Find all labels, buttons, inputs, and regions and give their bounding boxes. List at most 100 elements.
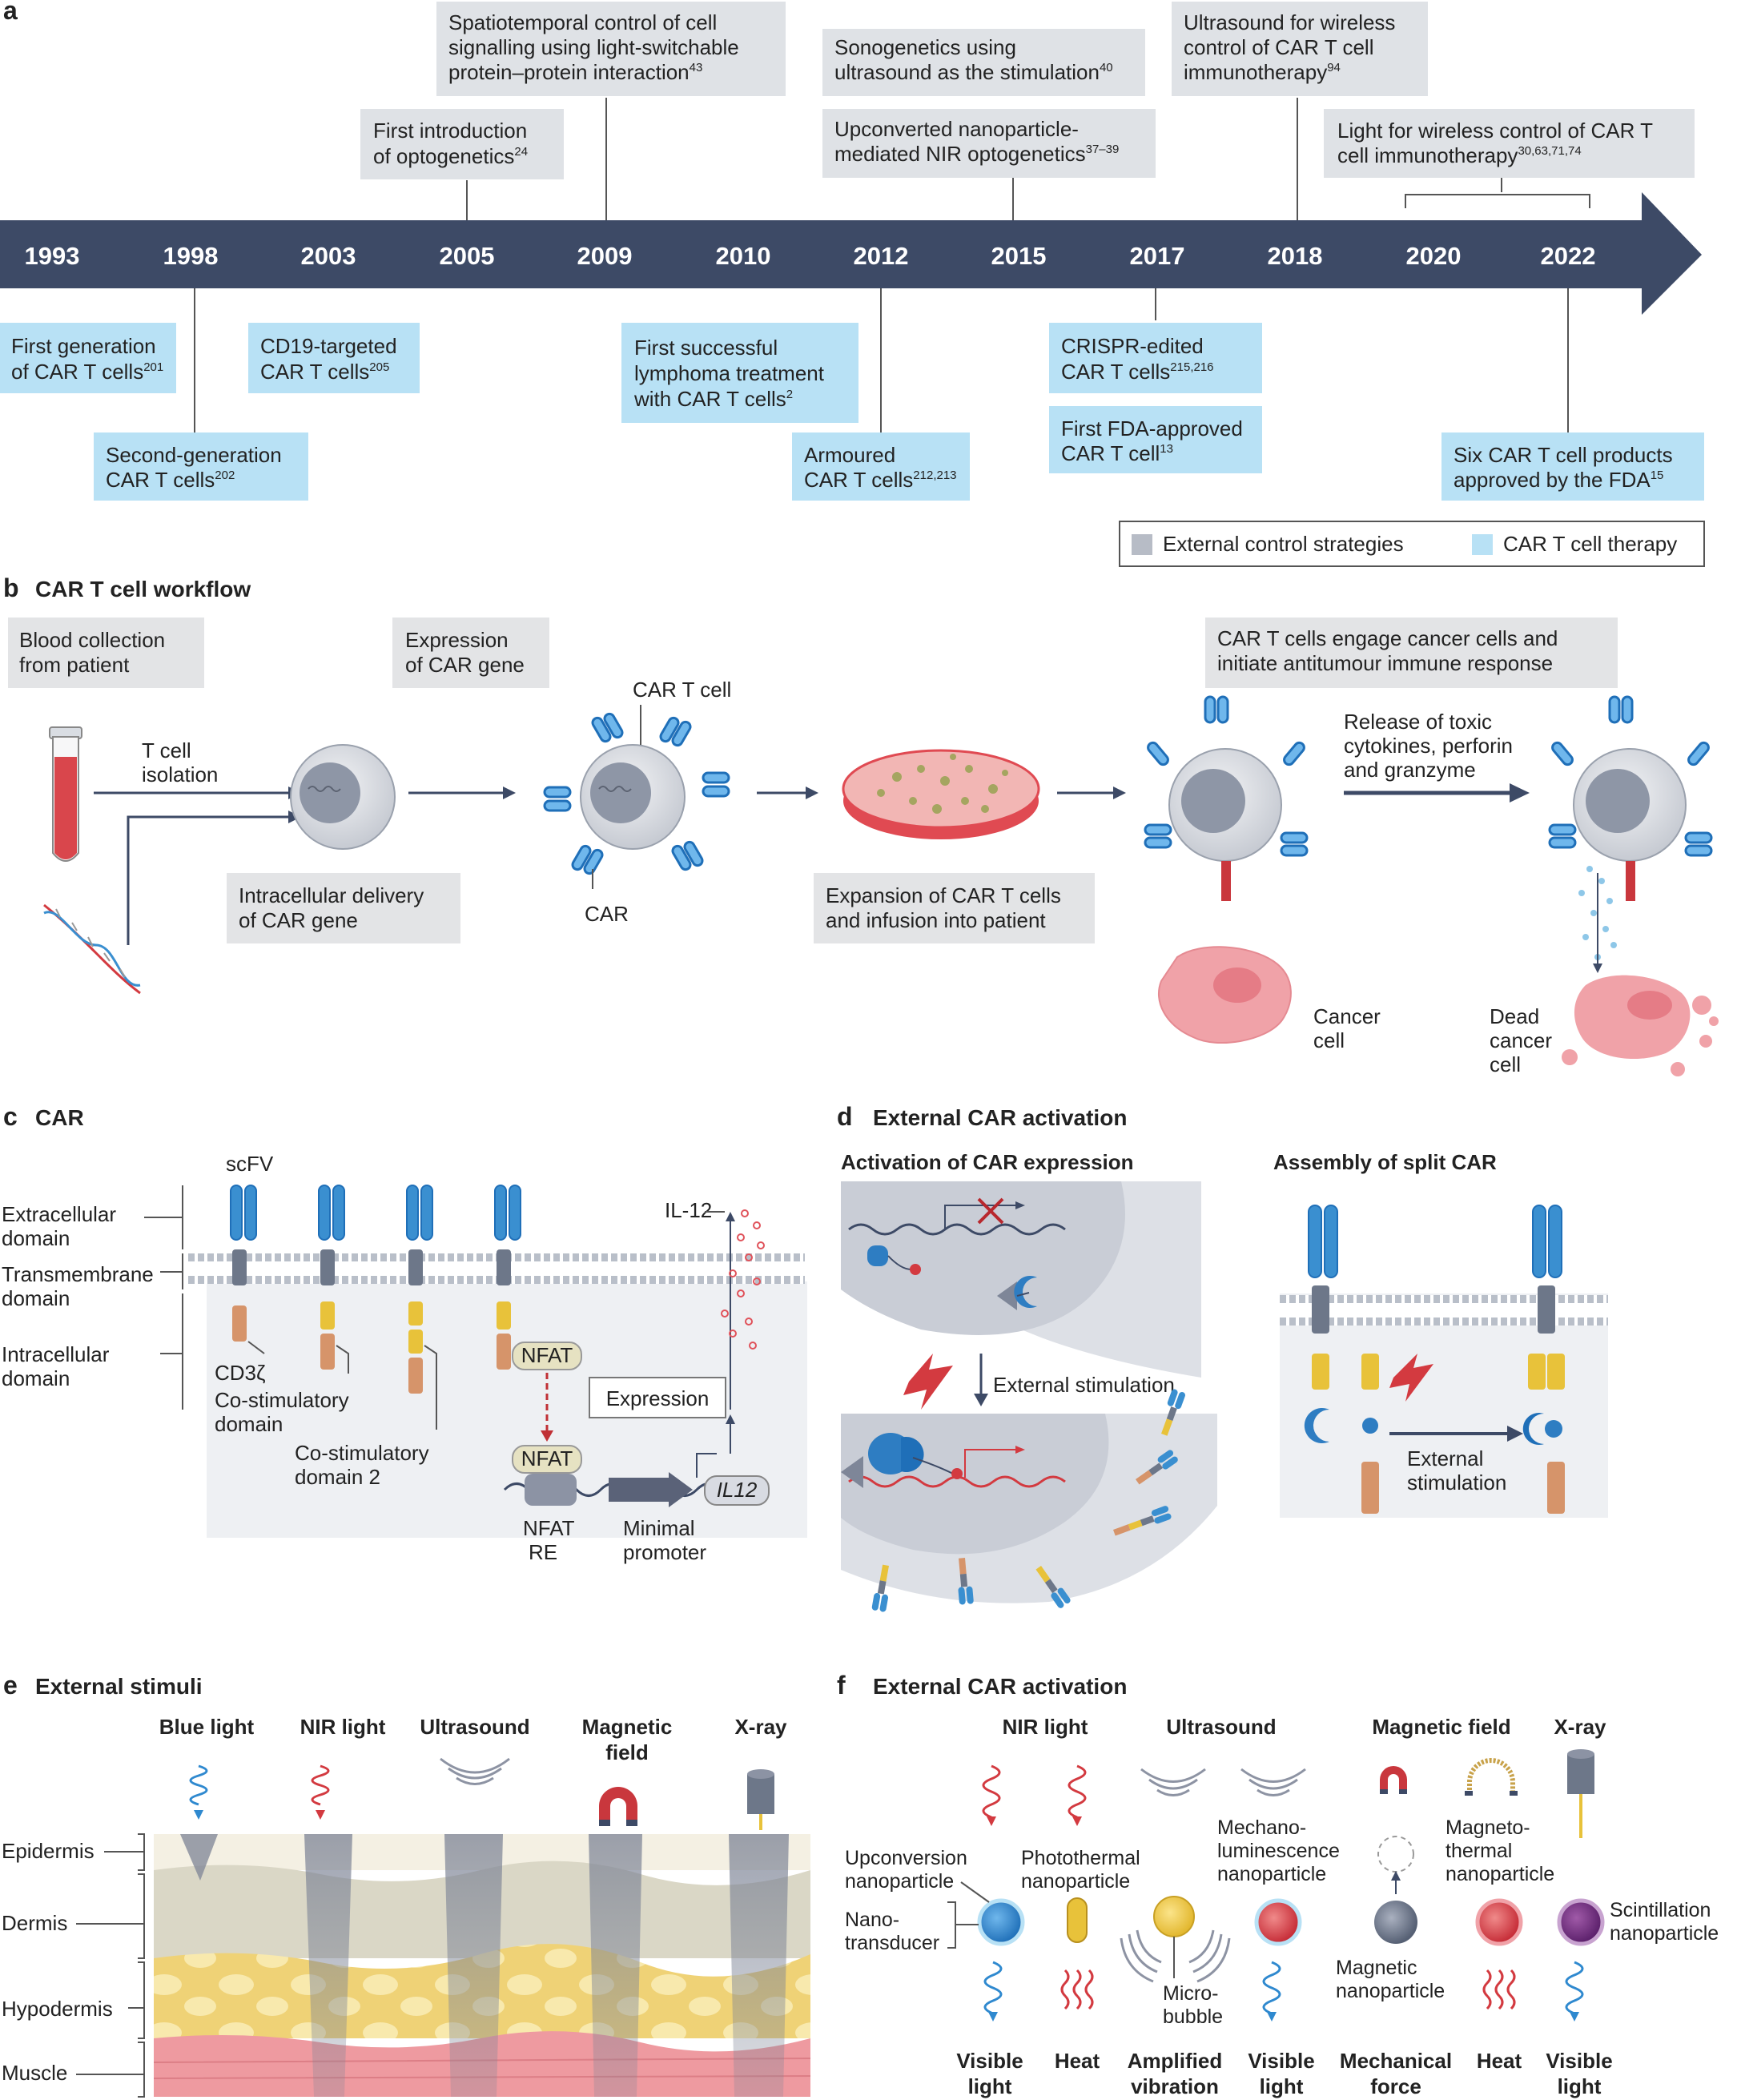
label-mechano: luminescence	[1217, 1840, 1340, 1862]
event-ref: 30,63,71,74	[1518, 144, 1581, 158]
event-line: CAR T cells	[1061, 360, 1170, 384]
visible-light-waves	[983, 1961, 1584, 2015]
event-line: signalling using light-switchable	[448, 35, 739, 59]
event-line: Sonogenetics using	[834, 35, 1016, 59]
event-line: CRISPR-edited	[1061, 334, 1204, 358]
il12-dots	[721, 1209, 765, 1350]
photothermal-np-icon	[1067, 1897, 1088, 1943]
coil-icon	[1465, 1758, 1518, 1796]
event-line: Six CAR T cell products	[1454, 443, 1673, 467]
split-car-panel	[1280, 1205, 1608, 1518]
f-ultrasound-icon	[1140, 1768, 1306, 1796]
box-intracellular-delivery: Intracellular delivery of CAR gene	[227, 873, 460, 943]
label-mechano: nanoparticle	[1217, 1863, 1326, 1885]
nfat-bound-bubble	[512, 1445, 582, 1474]
label-minimal-promoter: Minimal	[623, 1516, 695, 1540]
car-gen3	[406, 1185, 433, 1394]
label-release: and granzyme	[1344, 758, 1476, 782]
year-label: 2009	[577, 242, 633, 270]
magnetic-np-icon	[1374, 1901, 1417, 1944]
stimulus-nir-light: NIR light	[300, 1715, 386, 1739]
label-nfat-bound: NFAT	[521, 1446, 573, 1470]
event-lymphoma: First successful lymphoma treatment with…	[621, 323, 858, 423]
label-external-stimulation-split: stimulation	[1407, 1470, 1506, 1495]
heat-waves	[1060, 1969, 1516, 2010]
year-label: 2012	[854, 242, 909, 270]
year-label: 2003	[301, 242, 356, 270]
expression-box	[589, 1377, 726, 1418]
event-first-fda: First FDA-approved CAR T cell13	[1049, 406, 1262, 473]
minimal-promoter-arrow	[609, 1472, 693, 1507]
event-line-with-ref: ultrasound as the stimulation40	[834, 60, 1113, 84]
event-line: Armoured	[804, 443, 895, 467]
output-amplified-vibration: vibration	[1131, 2074, 1219, 2098]
f-stimulus-magnetic: Magnetic field	[1372, 1715, 1510, 1739]
event-sonogenetics: Sonogenetics using ultrasound as the sti…	[822, 29, 1145, 96]
panel-c: c CAR Extracellular domain Transmembrane…	[2, 1102, 807, 1564]
microbubble-vibration	[1120, 1929, 1231, 1983]
label-nanotransducer: Nano-	[845, 1909, 899, 1931]
output-visible-light: light	[968, 2074, 1012, 2098]
event-line: First successful	[634, 336, 778, 360]
f-stimulus-xray: X-ray	[1554, 1715, 1606, 1739]
timeline-years: 1993 1998 2003 2005 2009 2010 2012 2015 …	[25, 242, 1596, 270]
nucleus-bottom	[841, 1414, 1217, 1603]
event-line-with-ref: CAR T cells205	[260, 360, 389, 384]
box-blood-collection: Blood collection from patient	[8, 618, 204, 688]
nir-waves-icon	[982, 1764, 1087, 1819]
event-upconverted: Upconverted nanoparticle- mediated NIR o…	[822, 109, 1156, 178]
year-label: 2010	[716, 242, 771, 270]
xray-source-icon	[747, 1769, 774, 1830]
event-line: of optogenetics	[373, 144, 514, 168]
label-intracellular: Intracellular	[2, 1342, 110, 1366]
event-line-with-ref: CAR T cells202	[106, 468, 235, 492]
label-nfat-re: RE	[529, 1540, 557, 1564]
label-costim2: domain 2	[295, 1465, 380, 1489]
stimulus-blue-light: Blue light	[159, 1715, 255, 1739]
label-scintillation: nanoparticle	[1610, 1922, 1719, 1945]
event-second-generation: Second-generation CAR T cells202	[94, 432, 308, 501]
event-ultrasound-wireless: Ultrasound for wireless control of CAR T…	[1172, 2, 1428, 96]
label-dead-cell: Dead	[1490, 1004, 1539, 1028]
ultrasound-icon	[440, 1757, 510, 1785]
timeline-legend: External control strategies CAR T cell t…	[1119, 521, 1705, 567]
il12-gene-box	[704, 1475, 770, 1506]
label-scfv: scFV	[226, 1152, 274, 1176]
panel-title-e: External stimuli	[35, 1674, 203, 1699]
layer-muscle: Muscle	[2, 2061, 67, 2085]
output-visible-light: Visible	[1546, 2049, 1612, 2073]
label-extracellular: Extracellular	[2, 1202, 116, 1226]
event-line: CAR T cells	[804, 468, 913, 492]
output-heat: Heat	[1477, 2049, 1522, 2073]
label-car-t-cell: CAR T cell	[633, 678, 731, 702]
panel-label-d: d	[837, 1102, 853, 1131]
stimulus-magnetic: field	[605, 1740, 648, 1764]
label-cancer-cell: Cancer	[1313, 1004, 1381, 1028]
nfat-bubble	[512, 1342, 582, 1370]
box-engage: CAR T cells engage cancer cells and init…	[1205, 618, 1618, 688]
output-visible-light: Visible	[1248, 2049, 1314, 2073]
year-label: 2022	[1541, 242, 1596, 270]
expressed-cars	[871, 1389, 1185, 1612]
label-nfat: NFAT	[521, 1343, 573, 1367]
event-line: Light for wireless control of CAR T	[1337, 119, 1653, 143]
timeline-connectors	[194, 98, 1590, 432]
car-gen1	[230, 1185, 257, 1342]
label-external-stimulation-split: External	[1407, 1446, 1483, 1470]
event-ref: 205	[369, 360, 389, 374]
blood-tube-icon	[49, 726, 82, 862]
year-label: 1998	[163, 242, 219, 270]
layer-brackets	[76, 1833, 145, 2098]
stimulus-xray: X-ray	[734, 1715, 787, 1739]
event-line: CD19-targeted	[260, 334, 397, 358]
magnetothermal-np-icon	[1475, 1898, 1523, 1946]
panel-title-b: CAR T cell workflow	[35, 577, 251, 601]
event-line-with-ref: approved by the FDA15	[1454, 468, 1663, 492]
panel-label-e: e	[3, 1671, 18, 1700]
label-microbubble: bubble	[1163, 2005, 1223, 2028]
lightning-icon	[903, 1354, 953, 1410]
engaging-car-t-cell-icon	[1144, 695, 1309, 901]
event-line-with-ref: of CAR T cells201	[11, 360, 163, 384]
box-line: from patient	[19, 653, 130, 677]
event-line-with-ref: mediated NIR optogenetics37–39	[834, 142, 1119, 166]
